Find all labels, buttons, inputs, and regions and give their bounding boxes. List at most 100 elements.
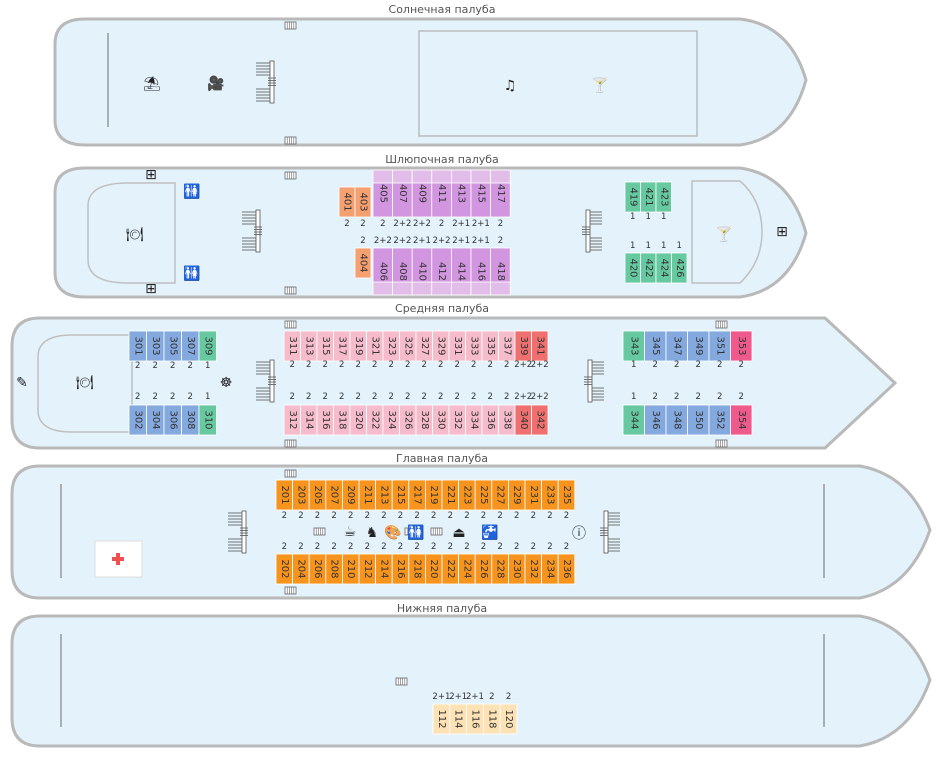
cabin-310[interactable]: 310 [198, 404, 217, 436]
cabin-314[interactable]: 314 [300, 404, 318, 436]
cabin-345[interactable]: 345 [644, 330, 667, 362]
cabin-316[interactable]: 316 [316, 404, 334, 436]
cabin-207[interactable]: 207 [325, 479, 343, 511]
cabin-350[interactable]: 350 [687, 404, 710, 436]
cabin-414[interactable]: 414 [450, 247, 472, 296]
cabin-306[interactable]: 306 [163, 404, 182, 436]
cabin-203[interactable]: 203 [292, 479, 310, 511]
cabin-220[interactable]: 220 [424, 553, 443, 585]
cabin-352[interactable]: 352 [708, 404, 731, 436]
cabin-222[interactable]: 222 [441, 553, 460, 585]
cabin-318[interactable]: 318 [333, 404, 351, 436]
cabin-223[interactable]: 223 [458, 479, 476, 511]
cabin-227[interactable]: 227 [491, 479, 509, 511]
cabin-422[interactable]: 422 [640, 252, 657, 284]
cabin-228[interactable]: 228 [491, 553, 509, 585]
cabin-328[interactable]: 328 [415, 404, 433, 436]
cabin-312[interactable]: 312 [283, 404, 301, 436]
cabin-413[interactable]: 413 [450, 169, 472, 218]
cabin-412[interactable]: 412 [431, 247, 452, 296]
cabin-214[interactable]: 214 [375, 553, 393, 585]
cabin-424[interactable]: 424 [655, 252, 672, 284]
cabin-215[interactable]: 215 [391, 479, 410, 511]
cabin-404[interactable]: 404 [354, 247, 372, 279]
cabin-201[interactable]: 201 [275, 479, 294, 511]
cabin-343[interactable]: 343 [622, 330, 645, 362]
cabin-235[interactable]: 235 [557, 479, 576, 511]
cabin-118[interactable]: 118 [482, 703, 501, 735]
cabin-423[interactable]: 423 [655, 181, 672, 213]
cabin-329[interactable]: 329 [432, 330, 450, 362]
cabin-213[interactable]: 213 [375, 479, 393, 511]
cabin-415[interactable]: 415 [470, 169, 492, 218]
cabin-234[interactable]: 234 [541, 553, 559, 585]
cabin-230[interactable]: 230 [507, 553, 526, 585]
cabin-226[interactable]: 226 [474, 553, 493, 585]
cabin-225[interactable]: 225 [474, 479, 493, 511]
cabin-233[interactable]: 233 [541, 479, 559, 511]
cabin-336[interactable]: 336 [481, 404, 499, 436]
cabin-304[interactable]: 304 [146, 404, 165, 436]
cabin-324[interactable]: 324 [382, 404, 400, 436]
cabin-326[interactable]: 326 [399, 404, 417, 436]
cabin-224[interactable]: 224 [458, 553, 476, 585]
cabin-349[interactable]: 349 [687, 330, 710, 362]
cabin-206[interactable]: 206 [308, 553, 327, 585]
cabin-212[interactable]: 212 [358, 553, 377, 585]
cabin-320[interactable]: 320 [349, 404, 367, 436]
cabin-327[interactable]: 327 [415, 330, 433, 362]
cabin-331[interactable]: 331 [448, 330, 466, 362]
cabin-401[interactable]: 401 [338, 186, 356, 218]
cabin-405[interactable]: 405 [372, 169, 394, 218]
cabin-307[interactable]: 307 [181, 330, 200, 362]
cabin-120[interactable]: 120 [499, 703, 518, 735]
cabin-303[interactable]: 303 [146, 330, 165, 362]
cabin-338[interactable]: 338 [498, 404, 516, 436]
cabin-419[interactable]: 419 [624, 181, 641, 213]
cabin-218[interactable]: 218 [408, 553, 426, 585]
cabin-342[interactable]: 342 [531, 404, 549, 436]
cabin-219[interactable]: 219 [424, 479, 443, 511]
cabin-347[interactable]: 347 [665, 330, 688, 362]
cabin-313[interactable]: 313 [300, 330, 318, 362]
cabin-308[interactable]: 308 [181, 404, 200, 436]
cabin-406[interactable]: 406 [372, 247, 394, 296]
cabin-305[interactable]: 305 [163, 330, 182, 362]
cabin-411[interactable]: 411 [431, 169, 452, 218]
cabin-421[interactable]: 421 [640, 181, 657, 213]
cabin-333[interactable]: 333 [465, 330, 483, 362]
cabin-341[interactable]: 341 [531, 330, 549, 362]
cabin-335[interactable]: 335 [481, 330, 499, 362]
cabin-204[interactable]: 204 [292, 553, 310, 585]
cabin-354[interactable]: 354 [730, 404, 753, 436]
cabin-330[interactable]: 330 [432, 404, 450, 436]
cabin-340[interactable]: 340 [514, 404, 532, 436]
cabin-114[interactable]: 114 [449, 703, 467, 735]
cabin-418[interactable]: 418 [490, 247, 511, 296]
cabin-321[interactable]: 321 [366, 330, 384, 362]
cabin-309[interactable]: 309 [198, 330, 217, 362]
cabin-339[interactable]: 339 [514, 330, 532, 362]
cabin-346[interactable]: 346 [644, 404, 667, 436]
cabin-407[interactable]: 407 [392, 169, 413, 218]
cabin-322[interactable]: 322 [366, 404, 384, 436]
cabin-232[interactable]: 232 [524, 553, 543, 585]
cabin-208[interactable]: 208 [325, 553, 343, 585]
cabin-325[interactable]: 325 [399, 330, 417, 362]
cabin-202[interactable]: 202 [275, 553, 294, 585]
cabin-332[interactable]: 332 [448, 404, 466, 436]
cabin-205[interactable]: 205 [308, 479, 327, 511]
cabin-229[interactable]: 229 [507, 479, 526, 511]
cabin-221[interactable]: 221 [441, 479, 460, 511]
cabin-216[interactable]: 216 [391, 553, 410, 585]
cabin-301[interactable]: 301 [128, 330, 147, 362]
cabin-236[interactable]: 236 [557, 553, 576, 585]
cabin-416[interactable]: 416 [470, 247, 492, 296]
cabin-210[interactable]: 210 [341, 553, 360, 585]
cabin-319[interactable]: 319 [349, 330, 367, 362]
cabin-217[interactable]: 217 [408, 479, 426, 511]
cabin-302[interactable]: 302 [128, 404, 147, 436]
cabin-417[interactable]: 417 [490, 169, 511, 218]
cabin-116[interactable]: 116 [466, 703, 484, 735]
cabin-334[interactable]: 334 [465, 404, 483, 436]
